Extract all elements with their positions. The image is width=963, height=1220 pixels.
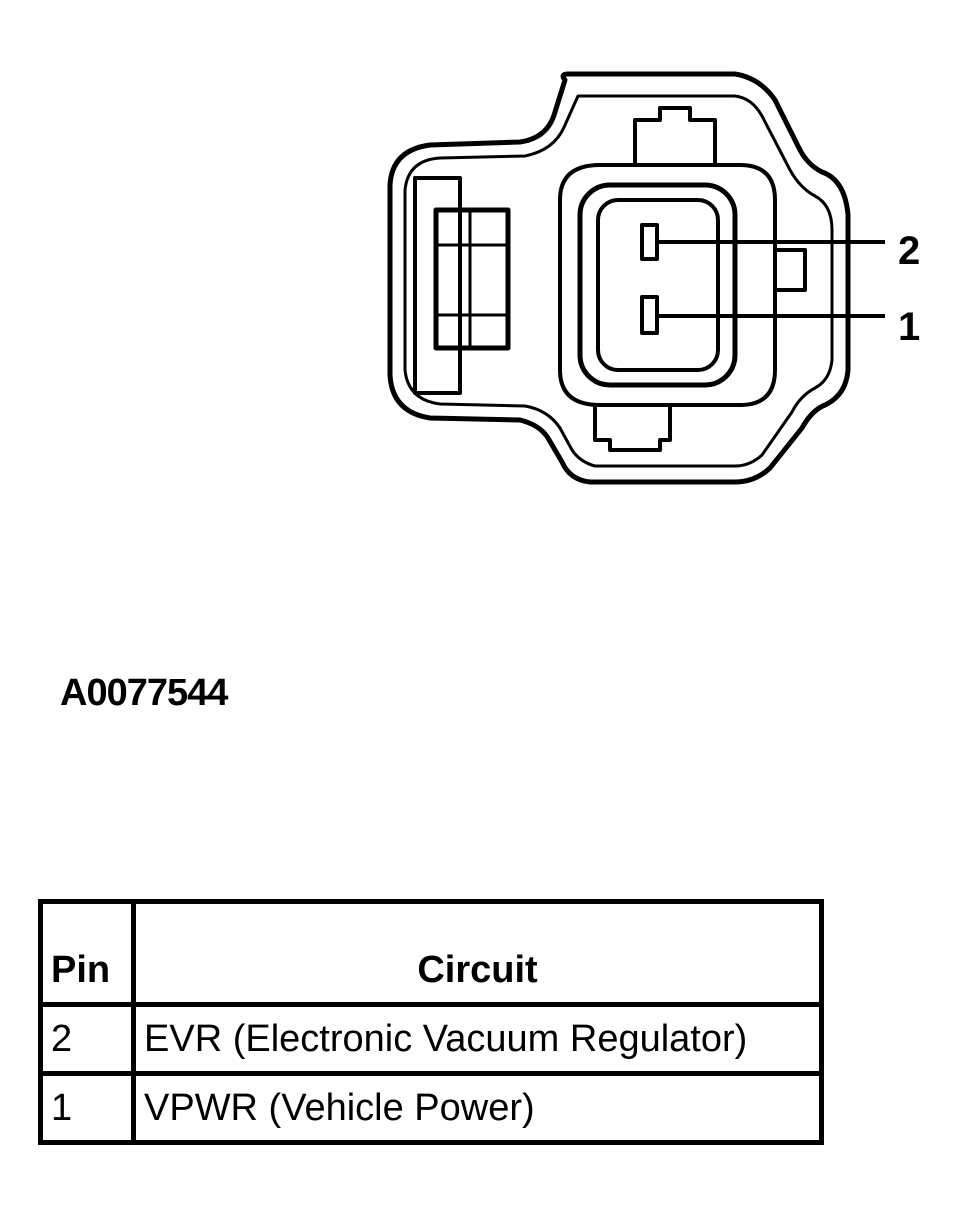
top-key <box>633 106 717 165</box>
right-key <box>775 248 807 292</box>
latch-inner <box>433 207 511 351</box>
connector-housing-outline <box>387 71 851 485</box>
bottom-key <box>593 405 672 452</box>
pin-2-label: 2 <box>898 229 920 273</box>
table-row: 1 VPWR (Vehicle Power) <box>38 1071 824 1145</box>
terminal-shroud-outer <box>558 163 777 407</box>
circuit-column-header: Circuit <box>131 899 824 1007</box>
latch-outer <box>413 176 462 395</box>
pin-circuit-table: Pin Circuit 2 EVR (Electronic Vacuum Reg… <box>38 899 824 1145</box>
pin-column-header: Pin <box>38 899 136 1007</box>
pin-2-terminal <box>640 223 659 261</box>
connector-face-diagram: 2 1 <box>387 71 920 485</box>
terminal-cavity-outer <box>577 182 738 388</box>
table-row: 2 EVR (Electronic Vacuum Regulator) <box>38 1002 824 1076</box>
pin-cell: 2 <box>38 1002 136 1076</box>
diagram-reference-id: A0077544 <box>60 672 228 714</box>
table-header-row: Pin Circuit <box>38 899 824 1007</box>
terminal-cavity-inner <box>596 198 720 372</box>
housing-inner-outline <box>403 94 834 468</box>
circuit-cell: VPWR (Vehicle Power) <box>131 1071 824 1145</box>
pin-1-terminal <box>640 295 659 335</box>
circuit-cell: EVR (Electronic Vacuum Regulator) <box>131 1002 824 1076</box>
pin-cell: 1 <box>38 1071 136 1145</box>
pin-1-label: 1 <box>898 305 920 349</box>
